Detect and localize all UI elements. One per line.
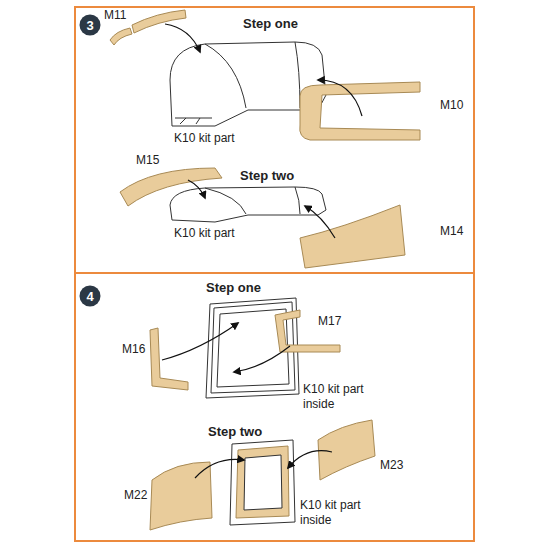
part-m22 bbox=[150, 462, 212, 530]
arrow bbox=[305, 206, 335, 238]
kit-part-label: K10 kit part bbox=[174, 226, 235, 241]
kit-part-label: K10 kit part inside bbox=[300, 498, 378, 528]
part-number: M17 bbox=[318, 314, 341, 329]
kit-part-frame bbox=[230, 440, 295, 525]
part-number: M11 bbox=[104, 8, 126, 23]
step-circle-shape bbox=[80, 286, 101, 307]
arrow bbox=[195, 459, 244, 478]
panel-border bbox=[75, 273, 474, 541]
kit-part-label: K10 kit part inside bbox=[303, 382, 381, 412]
arrow bbox=[318, 80, 362, 116]
part-m15 bbox=[120, 168, 222, 206]
step-heading: Step one bbox=[206, 280, 261, 295]
part-number: M10 bbox=[440, 98, 463, 113]
part-number: M23 bbox=[380, 458, 403, 473]
arrow bbox=[165, 24, 200, 52]
step-number: 4 bbox=[79, 285, 101, 307]
step-number-text: 3 bbox=[79, 14, 101, 33]
step-heading: Step two bbox=[208, 424, 262, 439]
arrow bbox=[234, 346, 290, 372]
step-number-text: 4 bbox=[79, 285, 101, 304]
arrow bbox=[288, 451, 332, 468]
arrow bbox=[162, 323, 238, 360]
step-heading: Step one bbox=[243, 16, 298, 31]
part-number: M15 bbox=[136, 153, 159, 168]
kit-part-label: K10 kit part bbox=[174, 131, 235, 146]
part-number: M16 bbox=[122, 342, 145, 357]
part-number: M22 bbox=[124, 488, 147, 503]
part-number: M14 bbox=[440, 224, 463, 239]
step-heading: Step two bbox=[240, 168, 294, 183]
panel-border bbox=[75, 7, 474, 273]
part-m16 bbox=[150, 328, 188, 390]
arrow bbox=[188, 180, 205, 198]
part-m23 bbox=[318, 420, 375, 480]
step-number: 3 bbox=[79, 14, 101, 36]
part-m14 bbox=[300, 205, 405, 268]
kit-part-hood bbox=[170, 187, 326, 222]
step-circle-shape bbox=[80, 15, 101, 36]
